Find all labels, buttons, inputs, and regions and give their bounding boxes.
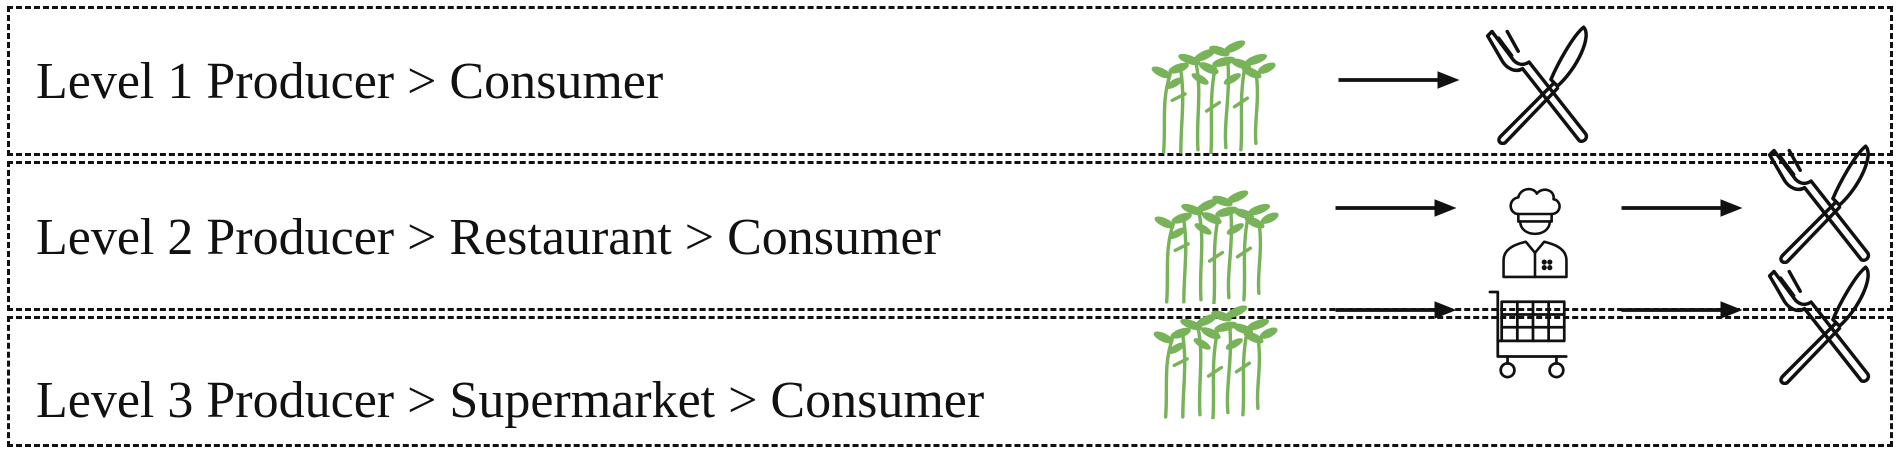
arrow-icon <box>1615 197 1749 219</box>
sprouts-icon <box>1150 186 1282 304</box>
level-1-flow <box>10 9 1896 153</box>
fork-knife-icon <box>1766 144 1878 264</box>
arrow-icon <box>1332 69 1466 91</box>
shopping-cart-icon <box>1488 288 1576 386</box>
level-3-label: Level 3 Producer > Supermarket > Consume… <box>36 372 985 429</box>
arrow-icon <box>1329 299 1463 321</box>
sprouts-icon <box>1149 301 1281 419</box>
level-3-flow <box>10 319 1896 444</box>
sprouts-icon <box>1147 36 1279 154</box>
chef-icon <box>1498 185 1572 280</box>
fork-knife-icon <box>1484 25 1596 145</box>
arrow-icon <box>1615 299 1749 321</box>
level-1-row: Level 1 Producer > Consumer <box>7 6 1893 156</box>
level-3-row: Level 3 Producer > Supermarket > Consume… <box>7 316 1893 447</box>
level-1-label: Level 1 Producer > Consumer <box>36 53 664 110</box>
level-2-row: Level 2 Producer > Restaurant > Consumer <box>7 161 1893 311</box>
level-2-flow <box>10 164 1896 308</box>
fork-knife-icon <box>1766 265 1878 385</box>
arrow-icon <box>1329 197 1463 219</box>
level-2-label: Level 2 Producer > Restaurant > Consumer <box>36 209 941 266</box>
